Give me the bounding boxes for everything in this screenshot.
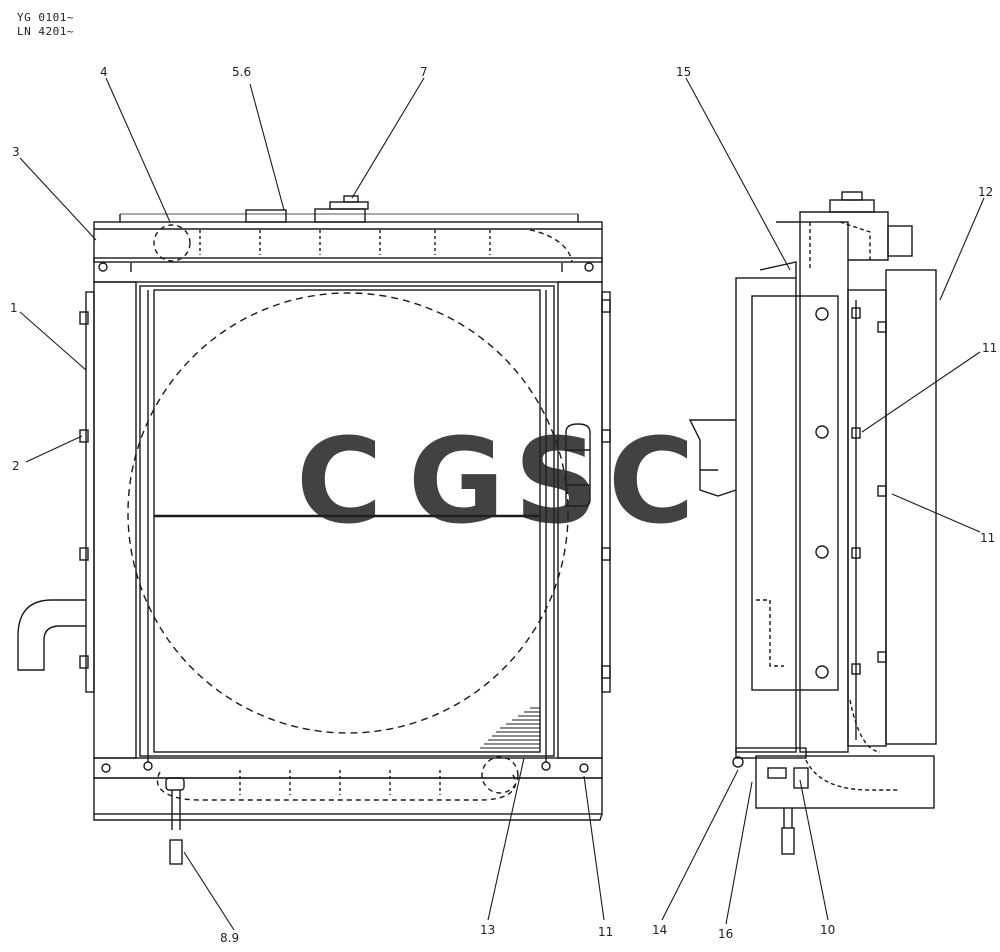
callout-15: 15 (676, 65, 691, 79)
side-hose-outlet (688, 419, 737, 497)
side-bottom-tank (732, 747, 935, 855)
callout-2: 2 (12, 459, 20, 473)
side-top-tank (759, 191, 913, 278)
upper-hose-outlet (565, 423, 591, 507)
callout-5-6: 5.6 (232, 65, 251, 79)
watermark-letter-g: G (408, 412, 505, 550)
bottom-tank (93, 756, 603, 821)
callout-16: 16 (718, 927, 733, 941)
callout-13: 13 (480, 923, 495, 937)
filler-cap (245, 195, 369, 223)
fan-shroud (885, 269, 937, 745)
leader-lines (19, 77, 985, 931)
model-code-line-1: YG 0101~ (17, 11, 74, 24)
watermark-letter-s: S (514, 412, 599, 550)
callout-7: 7 (420, 65, 428, 79)
callout-14: 14 (652, 923, 667, 937)
fan-outline (127, 292, 569, 734)
model-code-line-2: LN 4201~ (17, 25, 74, 38)
callout-12: 12 (978, 185, 993, 199)
core-hatching (480, 707, 540, 749)
top-tank (93, 213, 603, 283)
watermark-letter-c1: C (296, 412, 383, 550)
lower-hose-outlet (17, 599, 86, 671)
side-dashed-detail (756, 599, 784, 667)
callout-labels: 1 2 3 4 5.6 7 8.9 13 11 15 12 11 11 14 1… (10, 65, 997, 945)
radiator-body (735, 221, 887, 753)
side-view (688, 191, 937, 855)
radiator-core (139, 285, 555, 771)
drain-cock (165, 777, 185, 865)
cgsc-watermark: C G S C (296, 412, 695, 550)
callout-10: 10 (820, 923, 835, 937)
callout-3: 3 (12, 145, 20, 159)
front-view (17, 195, 611, 865)
callout-8-9: 8.9 (220, 931, 239, 945)
callout-11-front: 11 (598, 925, 613, 939)
callout-1: 1 (10, 301, 18, 315)
watermark-letter-c2: C (608, 412, 695, 550)
callout-11-side-lower: 11 (980, 531, 995, 545)
callout-11-side-upper: 11 (982, 341, 997, 355)
callout-4: 4 (100, 65, 108, 79)
